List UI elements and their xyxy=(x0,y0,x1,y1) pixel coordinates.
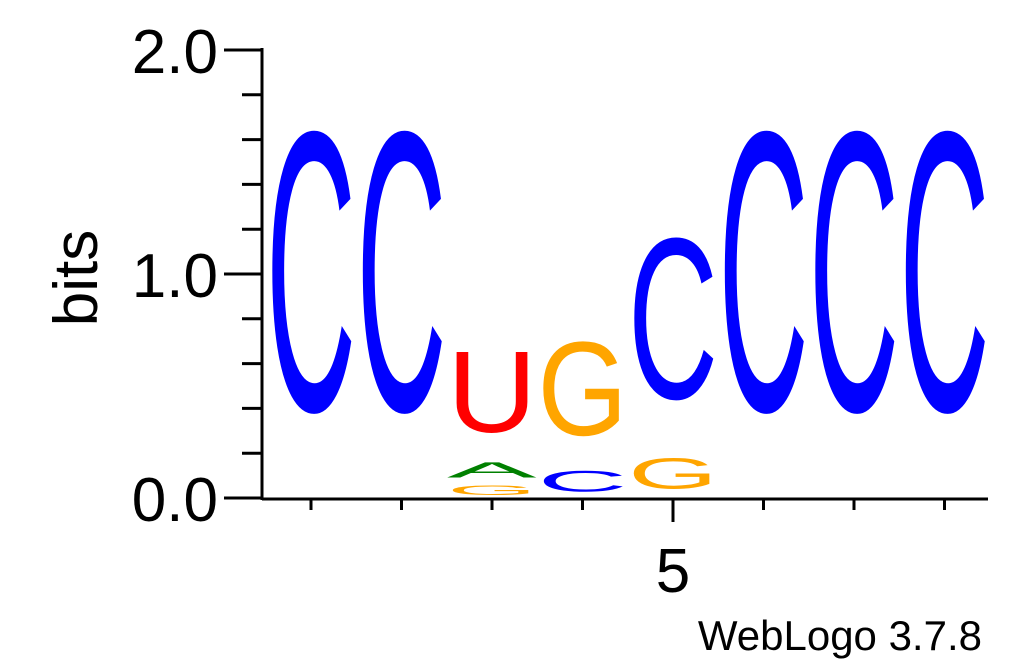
stack-position-4: CG xyxy=(538,314,628,498)
letter-G: G xyxy=(538,314,628,464)
y-tick-label: 1.0 xyxy=(132,242,218,311)
stack-position-2: C xyxy=(357,48,447,495)
letter-G: G xyxy=(447,482,537,498)
stack-position-6: C xyxy=(719,48,809,495)
stack-position-1: C xyxy=(266,48,356,495)
letter-C: C xyxy=(628,192,718,448)
letter-C: C xyxy=(538,465,628,498)
letter-C: C xyxy=(357,48,447,495)
weblogo-credit: WebLogo 3.7.8 xyxy=(698,612,982,659)
letter-C: C xyxy=(900,48,990,495)
y-tick-label: 2.0 xyxy=(132,18,218,87)
y-tick-label: 0.0 xyxy=(132,466,218,535)
stack-position-5: GC xyxy=(628,192,718,498)
axes: 0.0 1.0 2.0 5 xyxy=(132,18,988,606)
letter-C: C xyxy=(719,48,809,495)
letter-G: G xyxy=(628,449,718,498)
letter-A: A xyxy=(447,458,537,482)
stack-position-7: C xyxy=(809,48,899,495)
letter-U: U xyxy=(447,327,537,457)
letter-C: C xyxy=(809,48,899,495)
x-tick-label: 5 xyxy=(656,537,690,606)
y-axis-label: bits xyxy=(42,230,111,326)
stack-position-3: GAU xyxy=(447,327,537,498)
stack-position-8: C xyxy=(900,48,990,495)
letter-C: C xyxy=(266,48,356,495)
